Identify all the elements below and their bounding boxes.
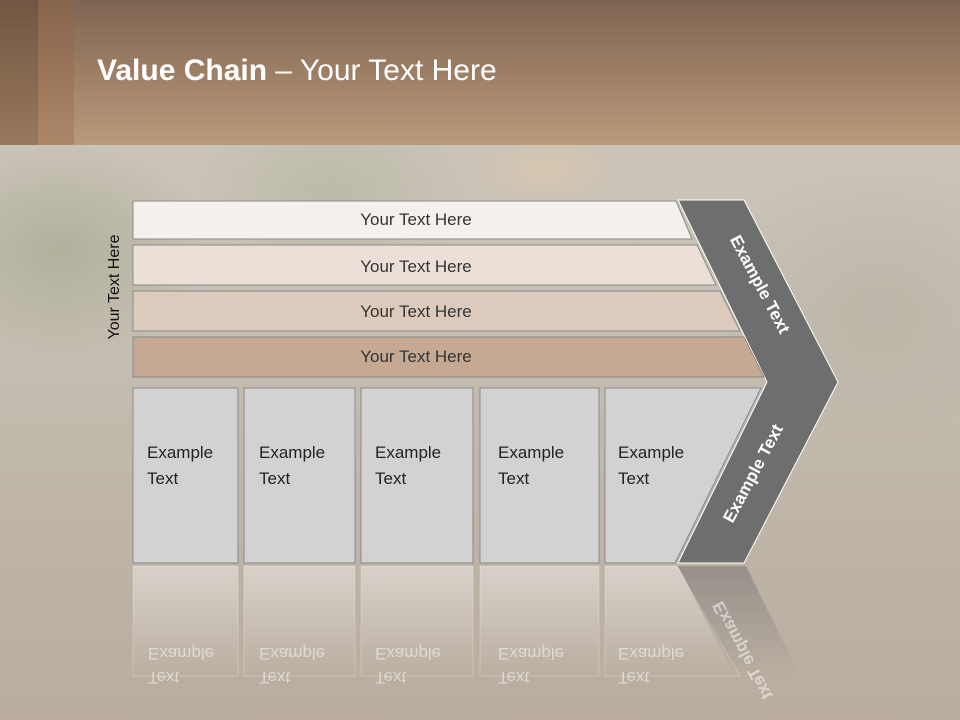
band-label: Your Text Here [360,302,472,321]
svg-text:Example: Example [498,644,564,663]
svg-text:Example: Example [259,644,325,663]
title-rest: – Your Text Here [267,54,497,87]
svg-text:Text: Text [148,668,179,687]
activity-column [132,387,239,564]
activity-column-text-line1: Example [618,443,684,462]
chevron-shape [677,199,839,564]
activity-column-text-line2: Text [375,469,406,488]
activity-column-text-line2: Text [618,469,649,488]
band-shape [132,290,741,332]
activity-column-text-line2: Text [259,469,290,488]
band-label: Your Text Here [360,347,472,366]
activity-column-text-line1: Example [498,443,564,462]
diagram-reflection: Example Text Example Text Example Text E… [132,565,800,703]
banner-accent-bar [38,0,74,145]
banner-accent-bar [0,0,38,145]
svg-text:Example: Example [148,644,214,663]
activity-column [479,387,600,564]
band-shape [132,336,765,378]
activity-column-text-line1: Example [259,443,325,462]
svg-text:Text: Text [618,668,649,687]
activity-column-text-line1: Example [147,443,213,462]
primary-activities: Example Text Example Text Example Text E… [132,387,762,564]
band-shape [132,244,717,286]
activity-column [604,387,762,564]
svg-text:Example: Example [375,644,441,663]
activity-column-text-line2: Text [147,469,178,488]
svg-text:Text: Text [498,668,529,687]
activity-column [243,387,356,564]
svg-text:Text: Text [375,668,406,687]
band-label: Your Text Here [360,210,472,229]
svg-text:Example: Example [618,644,684,663]
activity-column-text-line2: Text [498,469,529,488]
support-activities: Your Text Here Your Text Here Your Text … [132,200,765,378]
band-shape [132,200,693,240]
title-bold: Value Chain [97,54,268,87]
slide-title: Value Chain – Your Text Here [97,54,497,94]
activity-column-text-line1: Example [375,443,441,462]
activity-column [360,387,474,564]
band-label: Your Text Here [360,257,472,276]
title-banner: Value Chain – Your Text Here [0,0,960,145]
svg-text:Text: Text [259,668,290,687]
